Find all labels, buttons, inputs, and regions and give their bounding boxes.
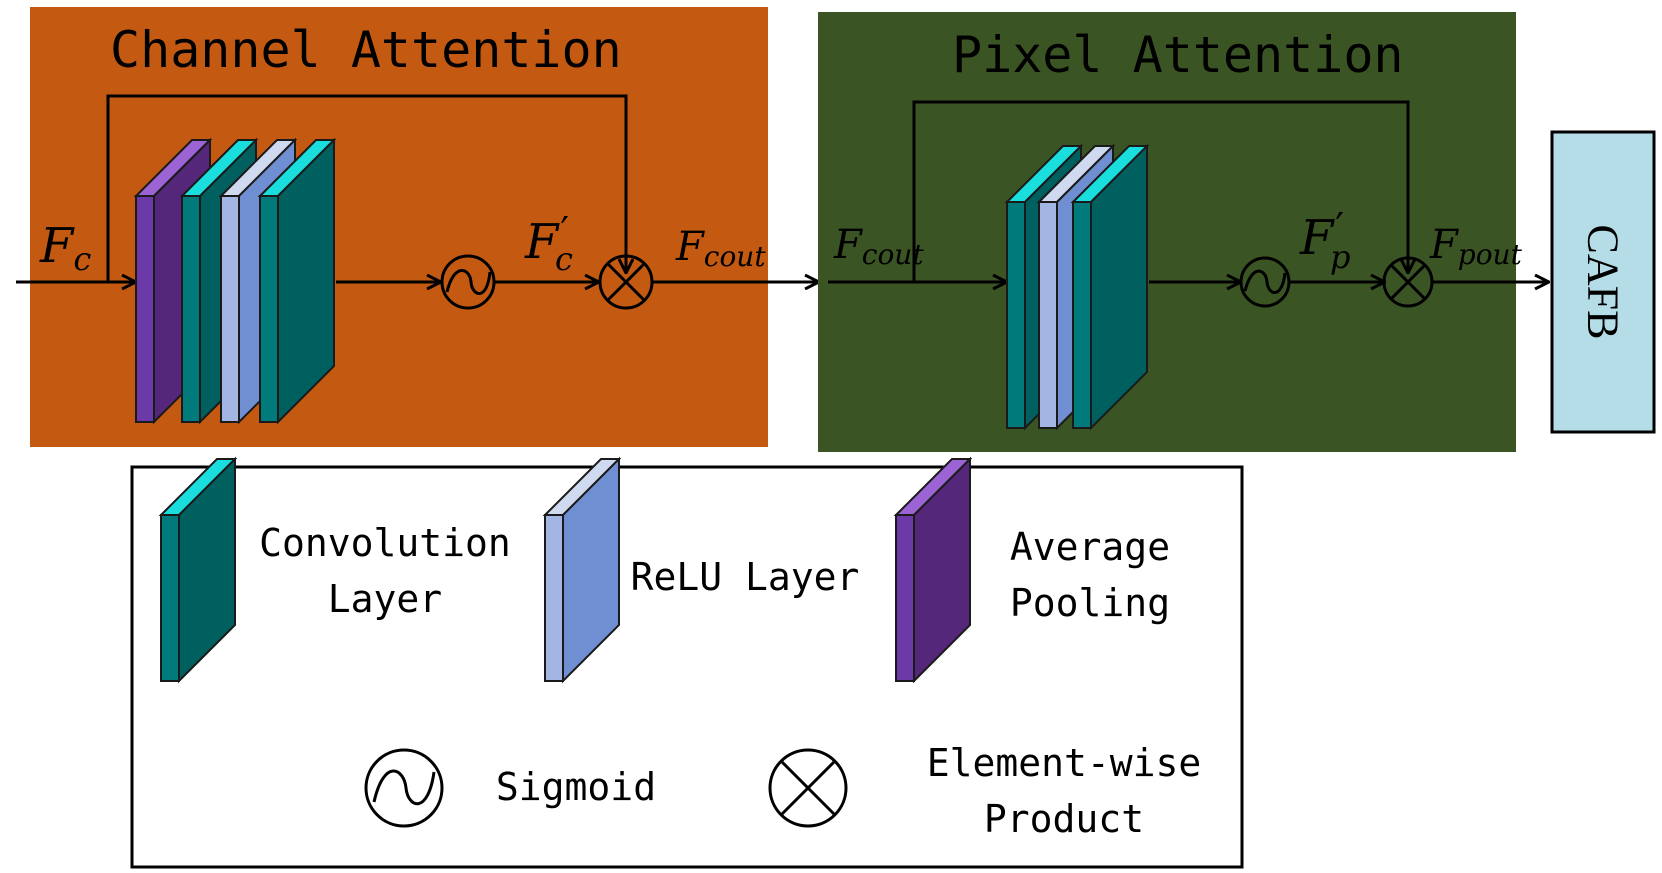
legend-pool-label-line2: Pooling: [1010, 581, 1170, 625]
cafb-box: [1550, 130, 1656, 434]
ca-output-label: Fcout: [675, 224, 766, 273]
legend-pool-label-line1: Average: [1010, 525, 1170, 569]
legend-pool-swatch: [893, 456, 973, 684]
ca-skip-connection: [106, 94, 626, 282]
legend-sigmoid-label: Sigmoid: [496, 765, 656, 809]
legend-product-label-line2: Product: [984, 797, 1144, 841]
pa-skip-connection: [912, 100, 1408, 282]
channel-attention-title: Channel Attention: [110, 21, 622, 79]
pixel-attention-title: Pixel Attention: [952, 26, 1404, 84]
legend-relu-swatch: [542, 456, 622, 684]
legend-conv-label-line2: Layer: [328, 577, 442, 621]
ca-input-label: Fc: [39, 218, 91, 278]
cafb-block: CAFB: [1550, 130, 1656, 434]
legend-product-icon: [768, 748, 848, 828]
pa-output-label: Fpout: [1429, 222, 1523, 271]
pa-conv-layer-2: [1070, 143, 1150, 431]
ca-conv-layer-2: [257, 137, 337, 425]
ca-layer-stack: [133, 137, 337, 425]
ca-mid-label: F′c: [524, 209, 573, 278]
pa-input-label: Fcout: [833, 222, 924, 271]
pixel-attention-block: Pixel Attention Fcout F′p: [818, 12, 1523, 452]
legend-swatches: [158, 456, 973, 684]
pa-mid-label: F′p: [1299, 205, 1350, 276]
pa-layer-stack: [1004, 143, 1150, 431]
legend-conv-swatch: [158, 456, 238, 684]
cafb-label: CAFB: [1579, 225, 1628, 340]
legend-product-label-line1: Element-wise: [927, 741, 1202, 785]
legend-conv-label-line1: Convolution: [259, 521, 511, 565]
pixel-attention-background: [818, 12, 1516, 452]
legend-relu-label: ReLU Layer: [631, 555, 860, 599]
legend-box: [130, 465, 1244, 869]
legend-sigmoid-icon: [364, 748, 444, 828]
channel-attention-block: Channel Attention Fc: [16, 7, 768, 447]
legend: Convolution Layer ReLU Layer Average Poo…: [130, 456, 1244, 869]
